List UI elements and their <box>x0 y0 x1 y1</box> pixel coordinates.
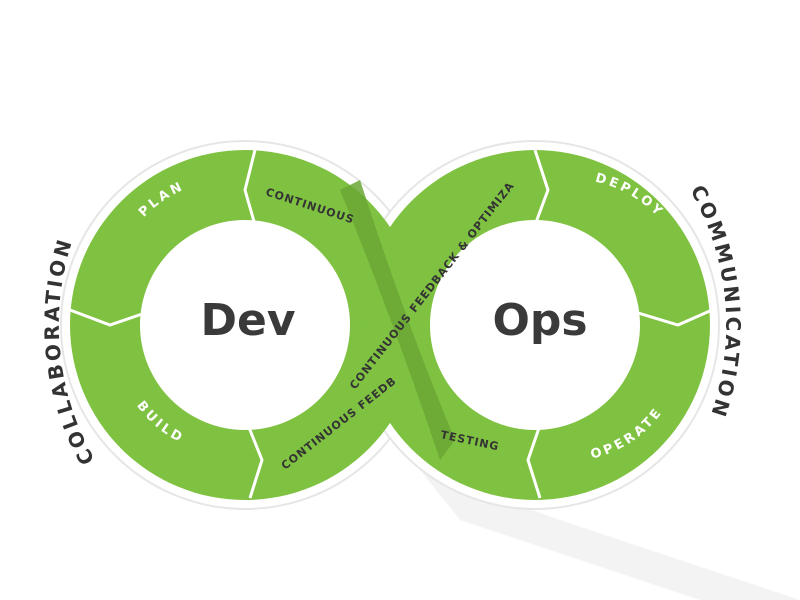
overlap-shade <box>340 180 455 460</box>
dev-label: Dev <box>200 295 295 346</box>
ops-hub <box>430 220 640 430</box>
dev-hub <box>140 220 350 430</box>
segment-dividers <box>69 149 713 499</box>
ops-label: Ops <box>492 295 587 346</box>
